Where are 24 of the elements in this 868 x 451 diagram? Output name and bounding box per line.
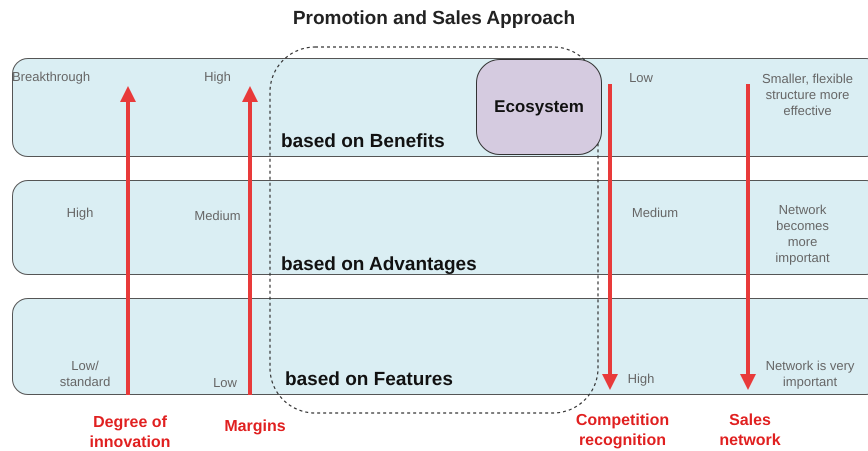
axis-label: Competition recognition: [574, 411, 670, 451]
level-label: Network becomes more important: [774, 202, 831, 266]
layer-band: [12, 58, 868, 157]
level-label: Medium: [630, 205, 680, 221]
level-label: High: [66, 205, 94, 221]
level-label: High: [203, 69, 232, 85]
axis-label: Margins: [223, 417, 287, 437]
layer-band: [12, 180, 868, 275]
level-label: Medium: [193, 208, 242, 224]
level-label: Low: [212, 375, 238, 391]
level-label: Smaller, flexible structure more effective: [760, 71, 854, 119]
band-title: based on Advantages: [281, 254, 477, 276]
band-title: based on Benefits: [281, 131, 445, 153]
band-title: based on Features: [285, 369, 453, 391]
level-label: Network is very important: [764, 358, 856, 390]
highlight-box: Ecosystem: [476, 59, 602, 155]
axis-label: Degree of innovation: [88, 413, 172, 451]
layer-band: [12, 298, 868, 395]
level-label: High: [626, 371, 656, 387]
level-label: Low: [628, 70, 654, 86]
axis-label: Sales network: [718, 411, 782, 451]
level-label: Breakthrough: [12, 69, 92, 85]
diagram-title: Promotion and Sales Approach: [292, 8, 576, 30]
level-label: Low/ standard: [58, 358, 112, 390]
